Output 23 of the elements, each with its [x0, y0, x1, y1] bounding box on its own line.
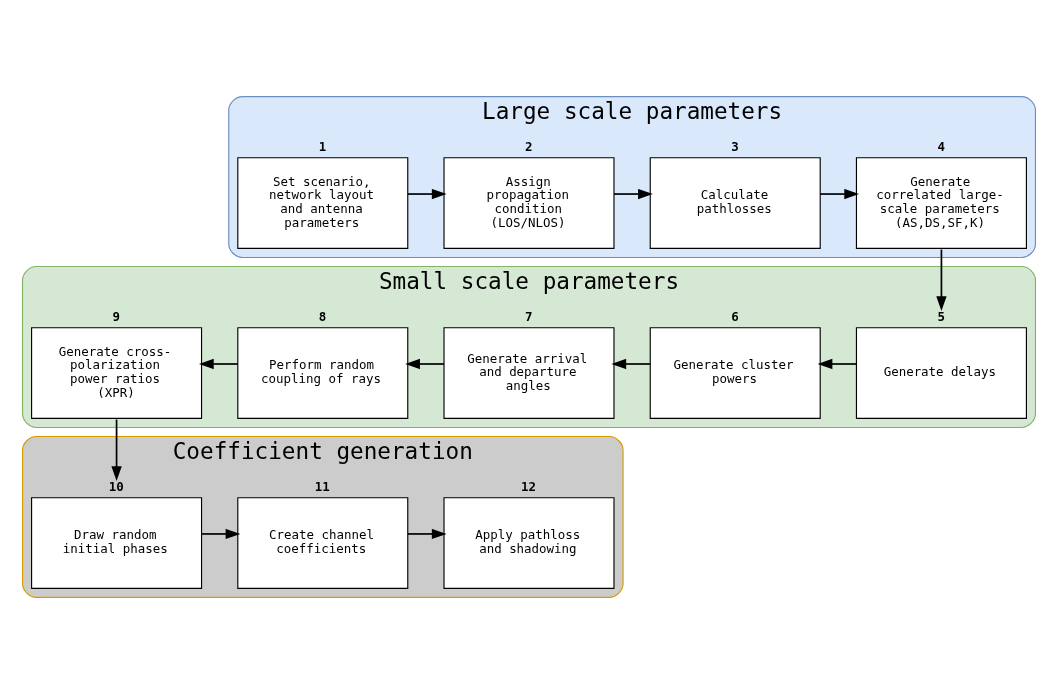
- node-label: 4: [937, 138, 945, 154]
- node-label: 12: [521, 478, 537, 494]
- node-label: 3: [731, 138, 739, 154]
- arrow: [817, 358, 858, 369]
- arrow: [405, 358, 445, 369]
- arrow: [198, 358, 239, 369]
- arrow: [111, 418, 122, 481]
- arrow: [406, 528, 447, 539]
- arrow: [936, 248, 947, 311]
- node-label: 6: [731, 308, 739, 324]
- arrow: [819, 188, 860, 199]
- node-label: 7: [525, 308, 533, 324]
- node-label: 5: [937, 308, 945, 324]
- node-label: 1: [318, 138, 327, 154]
- arrow: [613, 188, 653, 199]
- node-label: 10: [108, 478, 124, 494]
- arrow: [611, 358, 652, 369]
- arrow: [406, 188, 447, 199]
- node-label: 9: [112, 308, 121, 324]
- arrow: [200, 528, 241, 539]
- node-label: 8: [318, 308, 327, 324]
- node-label: 11: [314, 478, 330, 494]
- node-label: 2: [525, 138, 533, 154]
